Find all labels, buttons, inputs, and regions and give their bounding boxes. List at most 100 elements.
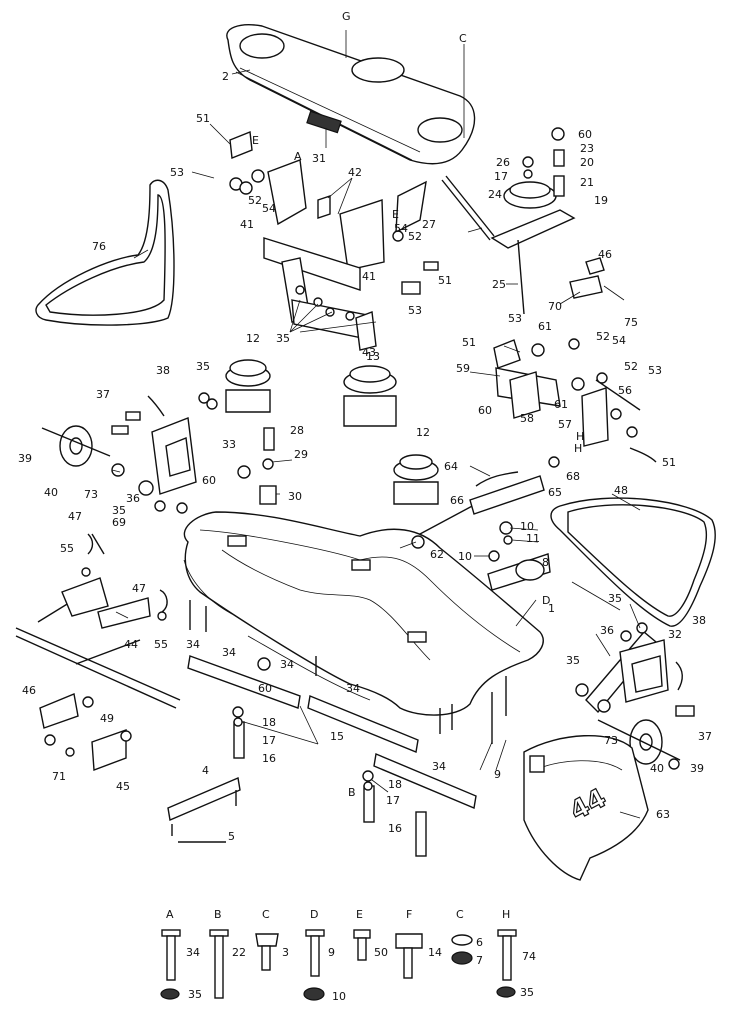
- callout-label: 60: [478, 404, 492, 417]
- idler-assembly-right: [392, 127, 576, 315]
- callout-label: 27: [422, 218, 436, 231]
- callout-label: 21: [580, 176, 594, 189]
- legend-letter: C: [456, 908, 464, 921]
- front-brackets: [229, 110, 385, 291]
- callout-label: E: [392, 208, 399, 221]
- callout-label: 56: [618, 384, 632, 397]
- callout-label: 76: [92, 240, 106, 253]
- legend-letter: E: [356, 908, 363, 921]
- callout-label: 11: [526, 532, 540, 545]
- callout-label: 33: [222, 438, 236, 451]
- callout-label: 64: [444, 460, 458, 473]
- right-roller-assembly: [575, 622, 695, 770]
- callout-label: 75: [624, 316, 638, 329]
- callout-label: 30: [288, 490, 302, 503]
- callout-label: 51: [462, 336, 476, 349]
- callout-label: 35: [196, 360, 210, 373]
- callout-label: 55: [60, 542, 74, 555]
- callout-label: 60: [578, 128, 592, 141]
- callout-label: 20: [580, 156, 594, 169]
- callout-label: 39: [18, 452, 32, 465]
- callout-label: 38: [156, 364, 170, 377]
- legend-letter: A: [166, 908, 174, 921]
- callout-label: 46: [598, 248, 612, 261]
- callout-label: 44: [124, 638, 138, 651]
- callout-label: 34: [346, 682, 360, 695]
- callout-label: 17: [494, 170, 508, 183]
- callout-label: 40: [44, 486, 58, 499]
- callout-label: 54: [262, 202, 276, 215]
- legend-part-number: 50: [374, 946, 388, 959]
- right-bracket-cluster: [493, 257, 657, 468]
- callout-label: 28: [290, 424, 304, 437]
- callout-label: 10: [520, 520, 534, 533]
- callout-label: 18: [388, 778, 402, 791]
- callout-label: 70: [548, 300, 562, 313]
- callout-label: 35: [608, 592, 622, 605]
- callout-label: 32: [668, 628, 682, 641]
- callout-label: H: [576, 430, 584, 443]
- spindle-pulleys: [225, 359, 439, 505]
- callout-label: 25: [492, 278, 506, 291]
- mower-deck: [183, 511, 544, 716]
- legend-part-number: 22: [232, 946, 246, 959]
- callout-label: 13: [366, 350, 380, 363]
- callout-label: 2: [222, 70, 229, 83]
- legend-letter: F: [406, 908, 412, 921]
- hardware-legend-labels: A B C D E F C H 34 22 3 9 50 14 6 7 74 3…: [166, 908, 536, 1003]
- callout-label: 52: [624, 360, 638, 373]
- hairpins: [81, 533, 168, 621]
- callout-label: 23: [580, 142, 594, 155]
- callout-label: C: [459, 32, 467, 45]
- callout-label: 58: [520, 412, 534, 425]
- callout-label: 51: [662, 456, 676, 469]
- callout-label: 10: [458, 550, 472, 563]
- callout-label: 35: [566, 654, 580, 667]
- legend-part-number: 7: [476, 954, 483, 967]
- callout-label: 16: [388, 822, 402, 835]
- callout-label: 51: [196, 112, 210, 125]
- legend-part-number: 74: [522, 950, 536, 963]
- legend-part-number: 35: [188, 988, 202, 1001]
- callout-label: 12: [416, 426, 430, 439]
- callout-label: 36: [600, 624, 614, 637]
- callout-label: 73: [84, 488, 98, 501]
- callout-label: 9: [494, 768, 501, 781]
- callout-label: 52: [596, 330, 610, 343]
- legend-part-number: 34: [186, 946, 200, 959]
- callout-label: 34: [432, 760, 446, 773]
- callout-label: 66: [450, 494, 464, 507]
- legend-letter: D: [310, 908, 318, 921]
- callout-label: 37: [698, 730, 712, 743]
- callout-label: 34: [222, 646, 236, 659]
- callout-label: 73: [604, 734, 618, 747]
- idler-62: [419, 471, 551, 591]
- deck-bolts: [189, 600, 507, 744]
- callout-label: 49: [100, 712, 114, 725]
- callout-label: 46: [22, 684, 36, 697]
- callout-label: 54: [394, 222, 408, 235]
- v-belt-76: [35, 179, 175, 326]
- callout-label: 60: [258, 682, 272, 695]
- callout-label: 34: [186, 638, 200, 651]
- front-lift-rod: [15, 577, 181, 771]
- callout-label: 61: [554, 398, 568, 411]
- callout-label: 53: [408, 304, 422, 317]
- callout-label: 35: [276, 332, 290, 345]
- callout-labels: G C 2 51 E A 31 53 52 54 41 42 76 26 17 …: [18, 10, 712, 843]
- legend-part-number: 10: [332, 990, 346, 1003]
- callout-label: B: [348, 786, 356, 799]
- callout-label: 31: [312, 152, 326, 165]
- callout-label: 18: [262, 716, 276, 729]
- callout-label: D: [542, 594, 550, 607]
- callout-label: 35: [112, 504, 126, 517]
- callout-label: 38: [692, 614, 706, 627]
- belt-cover: [226, 24, 476, 165]
- callout-label: 17: [262, 734, 276, 747]
- hardware-legend: [160, 929, 517, 1001]
- callout-label: 16: [262, 752, 276, 765]
- callout-label: 19: [594, 194, 608, 207]
- callout-label: 62: [430, 548, 444, 561]
- callout-label: G: [342, 10, 351, 23]
- callout-label: 42: [348, 166, 362, 179]
